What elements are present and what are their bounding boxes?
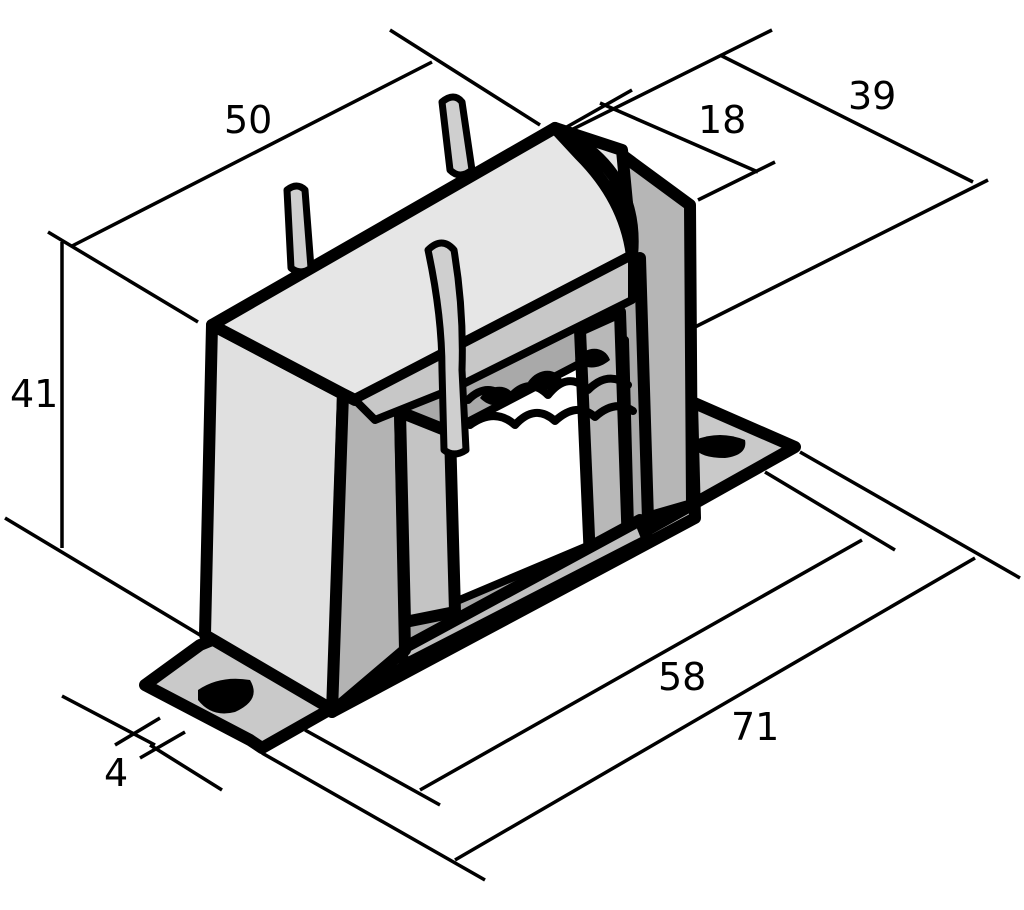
mounting-slot-right: [695, 435, 746, 458]
dim-50-extension-right: [389, 28, 541, 127]
dim-label-41: 41: [10, 372, 58, 416]
dim-39-line: [719, 53, 974, 184]
window-bottom-frame: [394, 514, 654, 671]
dim-label-50: 50: [224, 98, 272, 142]
mounting-slot-left: [198, 678, 254, 714]
dim-58-extension-right: [764, 470, 896, 552]
dim-50-extension-left: [47, 230, 199, 324]
window-pillar-right: [574, 306, 634, 566]
window-pillar-left: [394, 406, 461, 628]
top-cover-end: [549, 122, 639, 262]
dim-71-extension-left: [261, 751, 486, 882]
dim-label-4: 4: [104, 751, 128, 795]
terminal-pin-1: [283, 182, 315, 276]
front-end-plate-side: [326, 388, 411, 718]
terminal-pin-3: [424, 239, 470, 458]
dim-58-extension-left: [304, 728, 441, 807]
dim-41-extension-bottom: [4, 516, 201, 637]
dim-71-extension-right: [799, 450, 1021, 580]
dim-39-extension-bottom: [694, 178, 989, 329]
dim-label-39: 39: [848, 74, 896, 118]
terminal-pin-2: [438, 93, 476, 179]
dim-39-extension-top: [564, 28, 773, 135]
dim-18-extension-top: [564, 88, 633, 130]
dim-4-tick-upper: [114, 716, 161, 747]
dim-18-line: [599, 101, 759, 174]
dim-4-extension-top: [61, 694, 156, 747]
top-cover-shade: [351, 252, 636, 424]
dim-50-line: [71, 60, 433, 248]
dim-18-extension-bottom: [697, 160, 776, 202]
dim-58-line: [419, 538, 863, 792]
dim-label-71: 71: [731, 705, 779, 749]
dim-4-extension-bottom: [149, 743, 223, 792]
dimension-lines: [4, 28, 1021, 882]
dim-label-58: 58: [658, 655, 706, 699]
transformer: [139, 93, 801, 754]
winding-lobes: [480, 348, 610, 406]
dim-4-tick-lower: [139, 730, 186, 760]
dim-71-line: [454, 556, 976, 862]
dim-label-18: 18: [698, 98, 746, 142]
dimension-labels: 50 41 18 39 58 71 4: [10, 74, 896, 795]
